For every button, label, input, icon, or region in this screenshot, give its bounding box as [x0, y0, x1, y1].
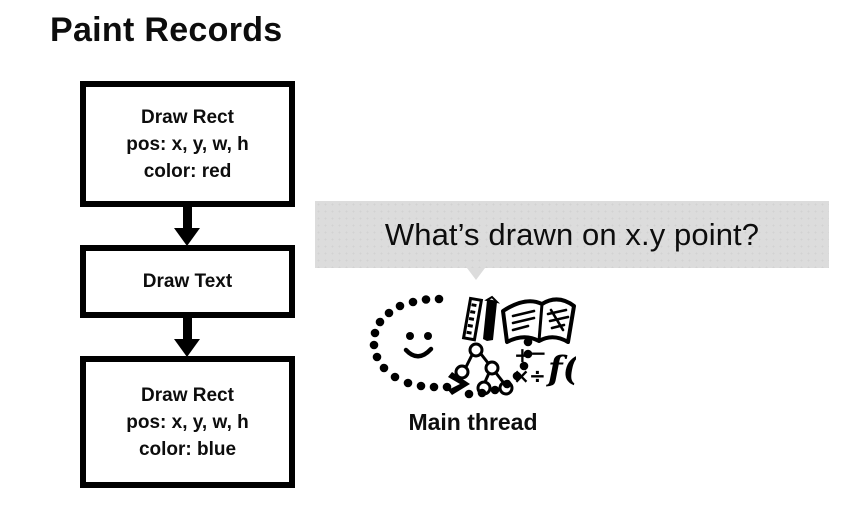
- ruler-icon: [461, 296, 484, 342]
- svg-text:f(): f(): [546, 349, 576, 389]
- paint-record-pos: pos: x, y, w, h: [126, 133, 249, 155]
- paint-record-box-1: Draw Rect pos: x, y, w, h color: red: [80, 81, 295, 207]
- question-text: What’s drawn on x.y point?: [384, 216, 760, 252]
- paint-record-color: color: red: [143, 160, 232, 182]
- svg-text:−: −: [530, 341, 547, 365]
- flow-arrow-down-icon: [174, 318, 200, 357]
- question-speech-bubble: What’s drawn on x.y point?: [315, 201, 829, 268]
- open-book-icon: [501, 297, 576, 344]
- main-thread-label: Main thread: [408, 409, 538, 435]
- paint-record-box-2: Draw Text: [80, 245, 295, 318]
- arrow-head: [174, 339, 200, 357]
- svg-text:÷: ÷: [529, 364, 546, 388]
- arrow-head: [174, 228, 200, 246]
- paint-record-title: Draw Rect: [141, 384, 234, 406]
- speech-bubble-tail-icon: [467, 268, 485, 280]
- function-notation-icon: f(): [546, 349, 576, 389]
- arrow-shaft: [183, 318, 192, 340]
- page-title: Paint Records: [50, 11, 283, 49]
- svg-text:×: ×: [513, 364, 530, 388]
- dotted-loop-arrow-icon: [369, 294, 533, 399]
- arrow-shaft: [183, 207, 192, 229]
- tree-graph-icon: [454, 342, 514, 396]
- pencil-icon: [483, 295, 501, 341]
- paint-record-pos: pos: x, y, w, h: [126, 411, 249, 433]
- smiley-face-icon: [403, 332, 434, 359]
- svg-text:+: +: [514, 343, 531, 367]
- paint-record-color: color: blue: [138, 438, 237, 460]
- paint-record-box-3: Draw Rect pos: x, y, w, h color: blue: [80, 356, 295, 488]
- paint-record-title: Draw Text: [142, 271, 233, 292]
- paint-record-title: Draw Rect: [141, 106, 234, 128]
- thinking-loop-illustration: + − × ÷ f(): [366, 292, 576, 400]
- math-operators-icon: + − × ÷: [513, 341, 547, 388]
- flow-arrow-down-icon: [174, 207, 200, 246]
